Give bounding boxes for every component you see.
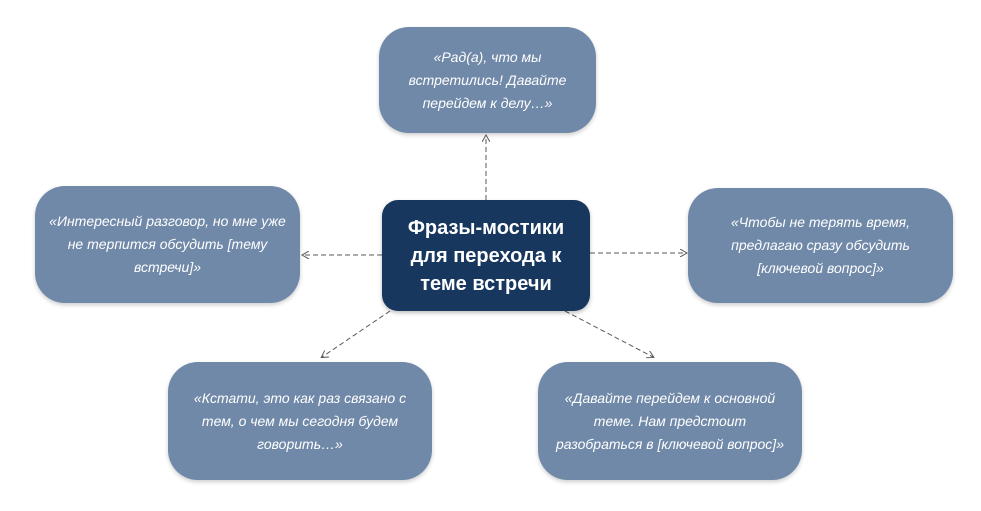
phrase-node-left: «Интересный разговор, но мне уже не терп… (35, 186, 300, 303)
phrase-left-text: «Интересный разговор, но мне уже не терп… (49, 213, 286, 275)
phrase-node-bottom-right: «Давайте перейдем к основной теме. Нам п… (538, 362, 802, 480)
center-node-label: Фразы-мостики для перехода к теме встреч… (407, 216, 565, 295)
connector-to-bottom-right (564, 310, 653, 357)
connector-to-bottom-left (322, 310, 391, 357)
phrase-bottom-right-text: «Давайте перейдем к основной теме. Нам п… (556, 389, 784, 452)
phrase-node-right: «Чтобы не терять время, предлагаю сразу … (688, 188, 953, 303)
phrase-node-top: «Рад(а), что мы встретились! Давайте пер… (379, 27, 596, 133)
phrase-bottom-left-text: «Кстати, это как раз связано с тем, о че… (193, 389, 407, 452)
phrase-top-text: «Рад(а), что мы встретились! Давайте пер… (408, 48, 567, 111)
center-node: Фразы-мостики для перехода к теме встреч… (382, 200, 590, 311)
phrase-node-bottom-left: «Кстати, это как раз связано с тем, о че… (168, 362, 432, 480)
phrase-right-text: «Чтобы не терять время, предлагаю сразу … (730, 214, 911, 276)
